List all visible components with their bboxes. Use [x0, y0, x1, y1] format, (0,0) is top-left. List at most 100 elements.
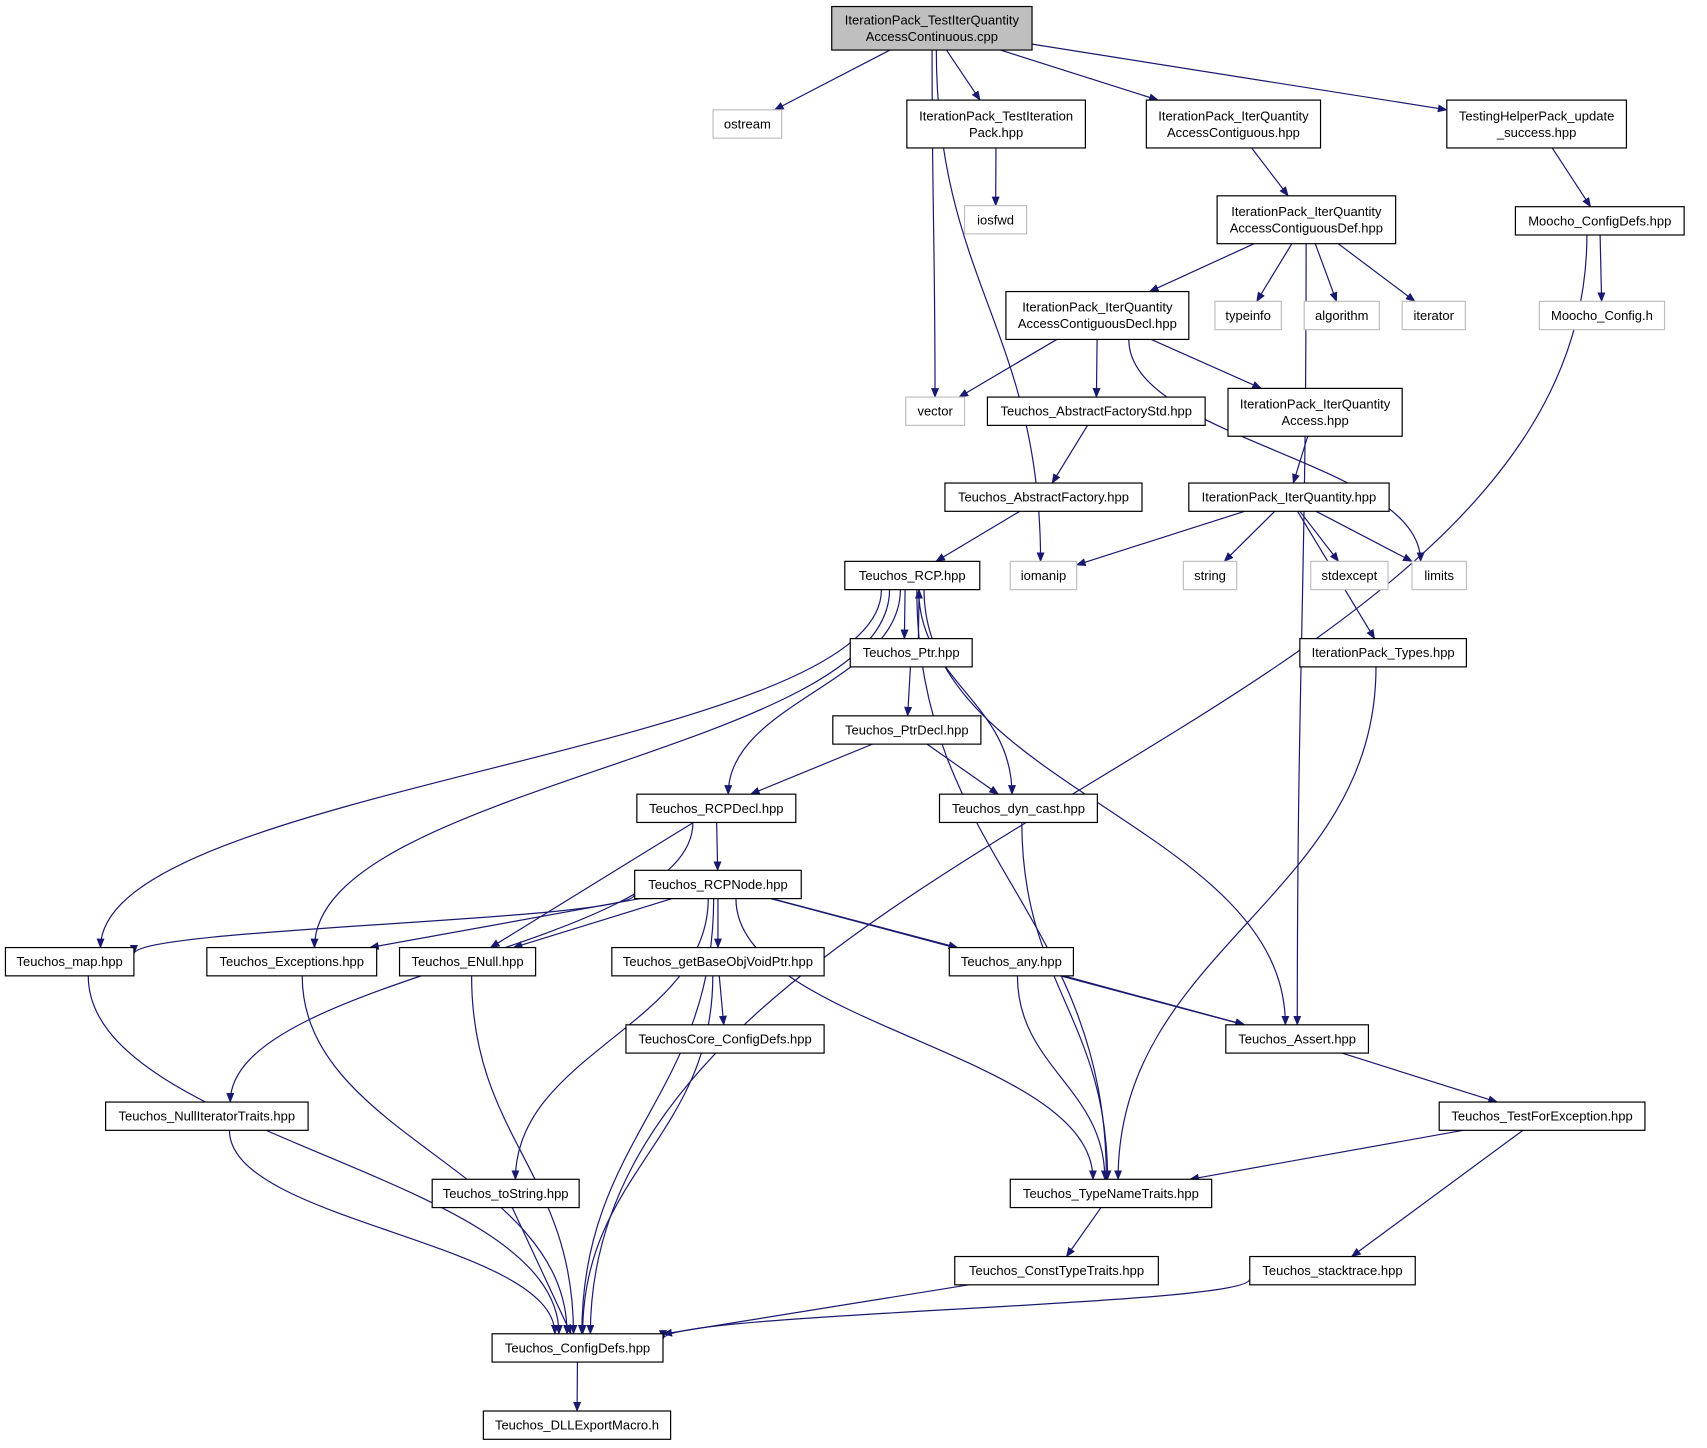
edge-absf-to-rcp: [935, 510, 1021, 562]
edge-iq-to-limits: [1315, 510, 1413, 562]
edge-ptrdecl-to-rcpdecl: [749, 743, 873, 795]
edge-rcp-to-map: [96, 589, 883, 949]
edge-iqacdecl-to-absfstd: [1092, 339, 1101, 399]
node-root[interactable]: IterationPack_TestIterQuantityAccessCont…: [831, 5, 1033, 51]
edge-rcp-to-ptr: [900, 589, 909, 640]
node-box: [844, 560, 981, 591]
edge-rcp-to-dyncast: [918, 589, 1016, 796]
node-box: [1249, 1255, 1416, 1286]
node-label: IterationPack_IterQuantity.hpp: [1202, 490, 1377, 505]
node-box: [206, 946, 378, 977]
node-box: [712, 109, 783, 139]
node-tfe[interactable]: Teuchos_TestForException.hpp: [1438, 1101, 1646, 1131]
node-limits: limits: [1411, 560, 1468, 591]
edge-iqacdef-to-iqacdecl: [1148, 243, 1255, 293]
edge-tnt-to-ctt: [1065, 1207, 1102, 1258]
node-box: [986, 396, 1206, 426]
node-label: IterationPack_TestIterQuantity: [845, 13, 1020, 28]
node-assert[interactable]: Teuchos_Assert.hpp: [1225, 1024, 1370, 1054]
node-dyncast[interactable]: Teuchos_dyn_cast.hpp: [938, 793, 1098, 824]
edge-rcpnode-to-tostring: [511, 898, 709, 1181]
node-iqacdecl[interactable]: IterationPack_IterQuantityAccessContiguo…: [1005, 290, 1190, 341]
node-tostring[interactable]: Teuchos_toString.hpp: [431, 1178, 580, 1209]
node-ptr[interactable]: Teuchos_Ptr.hpp: [849, 637, 973, 668]
node-thp[interactable]: TestingHelperPack_update_success.hpp: [1446, 99, 1628, 149]
node-absfstd[interactable]: Teuchos_AbstractFactoryStd.hpp: [986, 396, 1206, 426]
node-label: AccessContiguousDecl.hpp: [1018, 316, 1177, 331]
node-exc[interactable]: Teuchos_Exceptions.hpp: [206, 946, 378, 977]
edge-tfe-to-stack: [1350, 1129, 1524, 1258]
edge-root-to-testiter: [945, 49, 981, 101]
node-label: ostream: [724, 117, 771, 132]
edge-absfstd-to-absf: [1051, 425, 1089, 484]
edge-iqac-to-iqacdef: [1251, 147, 1289, 197]
node-label: Teuchos_toString.hpp: [443, 1186, 569, 1201]
node-box: [1009, 560, 1078, 591]
node-enull[interactable]: Teuchos_ENull.hpp: [398, 946, 537, 977]
node-stdexcept: stdexcept: [1310, 560, 1389, 591]
node-map[interactable]: Teuchos_map.hpp: [4, 946, 135, 977]
node-rcp[interactable]: Teuchos_RCP.hpp: [844, 560, 981, 591]
node-box: [636, 793, 797, 824]
node-iptypes[interactable]: IterationPack_Types.hpp: [1299, 637, 1468, 668]
edge-tostring-to-cdefs: [511, 1207, 572, 1335]
node-box: [1005, 290, 1190, 341]
edge-iqacdecl-to-vector: [958, 338, 1058, 398]
node-box: [832, 715, 982, 745]
node-iq[interactable]: IterationPack_IterQuantity.hpp: [1188, 482, 1390, 512]
node-typeinfo: typeinfo: [1214, 300, 1282, 331]
edge-any-to-assert: [1063, 975, 1246, 1027]
node-tnt[interactable]: Teuchos_TypeNameTraits.hpp: [1009, 1178, 1213, 1209]
node-label: string: [1194, 568, 1226, 583]
node-box: [906, 99, 1086, 149]
node-label: Teuchos_TypeNameTraits.hpp: [1023, 1186, 1199, 1201]
edge-iq-to-string: [1223, 510, 1276, 563]
node-string: string: [1182, 560, 1238, 591]
node-cdefs[interactable]: Teuchos_ConfigDefs.hpp: [491, 1333, 664, 1363]
edge-rcp-to-exc: [310, 589, 891, 949]
node-label: TestingHelperPack_update: [1459, 108, 1614, 123]
node-stack[interactable]: Teuchos_stacktrace.hpp: [1249, 1255, 1416, 1286]
node-box: [1303, 300, 1380, 331]
node-box: [1188, 482, 1390, 512]
node-rcpnode[interactable]: Teuchos_RCPNode.hpp: [634, 869, 802, 900]
node-label: Moocho_Config.h: [1551, 308, 1653, 323]
node-vector: vector: [905, 396, 966, 426]
node-box: [1009, 1178, 1213, 1209]
node-box: [905, 396, 966, 426]
node-label: Teuchos_RCPNode.hpp: [648, 877, 787, 892]
node-box: [938, 793, 1098, 824]
edge-layer: [87, 43, 1606, 1413]
node-label: IterationPack_IterQuantity: [1240, 397, 1391, 412]
node-box: [944, 482, 1143, 512]
node-iqacdef[interactable]: IterationPack_IterQuantityAccessContiguo…: [1216, 195, 1397, 245]
node-label: IterationPack_TestIteration: [919, 108, 1073, 123]
node-any[interactable]: Teuchos_any.hpp: [948, 946, 1075, 977]
node-box: [849, 637, 973, 668]
node-ctt[interactable]: Teuchos_ConstTypeTraits.hpp: [954, 1255, 1159, 1286]
node-label: iomanip: [1021, 568, 1067, 583]
node-label: AccessContiguous.hpp: [1167, 125, 1300, 140]
node-iqac[interactable]: IterationPack_IterQuantityAccessContiguo…: [1145, 99, 1322, 149]
node-ptrdecl[interactable]: Teuchos_PtrDecl.hpp: [832, 715, 982, 745]
node-label: Teuchos_getBaseObjVoidPtr.hpp: [623, 954, 813, 969]
node-nullit[interactable]: Teuchos_NullIteratorTraits.hpp: [104, 1101, 309, 1131]
node-dll[interactable]: Teuchos_DLLExportMacro.h: [482, 1410, 672, 1440]
edge-ptr-to-ptrdecl: [904, 666, 913, 717]
node-label: Teuchos_PtrDecl.hpp: [845, 722, 969, 737]
node-label: IterationPack_IterQuantity: [1231, 204, 1382, 219]
node-label: Teuchos_map.hpp: [17, 954, 123, 969]
node-label: Teuchos_TestForException.hpp: [1451, 1109, 1632, 1124]
node-gbo[interactable]: Teuchos_getBaseObjVoidPtr.hpp: [611, 946, 825, 977]
node-label: Teuchos_ENull.hpp: [412, 954, 524, 969]
node-label: vector: [917, 404, 953, 419]
node-absf[interactable]: Teuchos_AbstractFactory.hpp: [944, 482, 1143, 512]
node-label: Teuchos_Assert.hpp: [1238, 1031, 1356, 1046]
node-moochocd[interactable]: Moocho_ConfigDefs.hpp: [1514, 206, 1685, 236]
edge-rcpdecl-to-enull: [489, 821, 694, 949]
node-rcpdecl[interactable]: Teuchos_RCPDecl.hpp: [636, 793, 797, 824]
node-label: Teuchos_NullIteratorTraits.hpp: [119, 1109, 296, 1124]
node-tcorecd[interactable]: TeuchosCore_ConfigDefs.hpp: [625, 1024, 825, 1054]
